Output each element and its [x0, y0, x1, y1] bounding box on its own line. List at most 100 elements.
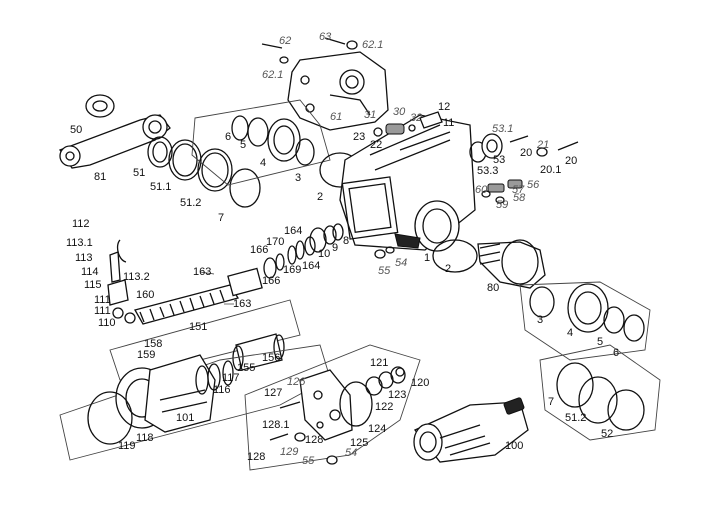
upper-bearing-frame [191, 99, 331, 186]
label-1: 1 [424, 252, 431, 264]
label-62: 62 [279, 35, 292, 47]
label-56: 56 [527, 179, 540, 191]
label-111b: 111 [94, 305, 111, 317]
label-11: 11 [443, 117, 455, 129]
label-125: 125 [350, 437, 369, 449]
label-6b: 6 [613, 347, 620, 359]
seal-stack-upper [147, 136, 261, 208]
label-10: 10 [318, 248, 331, 260]
label-110: 110 [98, 317, 116, 329]
bolts-127-128 [269, 401, 338, 465]
label-5b: 5 [597, 336, 604, 348]
leader-lines [199, 271, 234, 305]
label-169: 169 [283, 264, 302, 276]
label-166b: 166 [262, 275, 281, 287]
worm-seal-stack [275, 236, 316, 271]
side-cover-53 [469, 133, 579, 163]
worm-frame [109, 299, 301, 381]
plugs-54-55 [374, 246, 395, 259]
lower-housing [87, 354, 216, 445]
label-63: 63 [319, 31, 332, 43]
label-4b: 4 [567, 327, 574, 339]
label-112: 112 [72, 218, 90, 230]
label-53: 53 [493, 154, 506, 166]
label-12: 12 [438, 101, 451, 113]
label-6a: 6 [225, 131, 232, 143]
label-2b: 2 [445, 263, 452, 275]
label-129: 129 [280, 446, 299, 458]
label-100: 100 [505, 440, 524, 452]
label-160: 160 [136, 289, 155, 301]
label-120: 120 [411, 377, 430, 389]
seals-8-9-10 [309, 223, 344, 253]
lower-seals-116-117 [195, 360, 234, 395]
label-51-2a: 51.2 [180, 197, 202, 209]
lower-bearing-set [529, 283, 645, 342]
label-54b: 54 [345, 447, 358, 459]
label-155: 155 [237, 362, 256, 374]
label-114: 114 [81, 266, 99, 278]
label-126: 126 [287, 376, 306, 388]
worm-shaft [134, 257, 277, 325]
label-31: 31 [364, 109, 377, 121]
mounting-bracket [287, 51, 389, 131]
label-113-2: 113.2 [123, 271, 150, 283]
label-3a: 3 [295, 172, 302, 184]
label-20b: 20 [565, 155, 578, 167]
label-2a: 2 [317, 191, 324, 203]
label-55b: 55 [302, 455, 315, 467]
label-7b: 7 [548, 396, 555, 408]
label-151: 151 [189, 321, 208, 333]
fittings-56-60 [481, 179, 523, 204]
lower-bearing-frame [519, 281, 651, 361]
label-20a: 20 [520, 147, 533, 159]
bracket-bolts [261, 37, 358, 64]
label-3b: 3 [537, 314, 544, 326]
label-55a: 55 [378, 265, 391, 277]
label-22: 22 [370, 139, 383, 151]
label-8: 8 [343, 235, 350, 247]
label-124: 124 [368, 423, 387, 435]
label-53-3: 53.3 [477, 165, 499, 177]
upper-bearing-set [231, 115, 315, 166]
label-117: 117 [222, 372, 240, 384]
label-30: 30 [393, 106, 406, 118]
cover-frame-lower [244, 344, 421, 471]
label-60: 60 [475, 184, 488, 196]
label-128-1: 128.1 [262, 419, 290, 431]
label-122: 122 [375, 401, 394, 413]
label-163a: 163 [193, 266, 212, 278]
label-127: 127 [264, 387, 283, 399]
valve-parts-22-23 [373, 111, 443, 137]
output-assembly [413, 397, 529, 463]
label-50: 50 [70, 124, 83, 136]
pitman-arm [59, 94, 171, 169]
label-170: 170 [266, 236, 285, 248]
seals-120-123 [365, 366, 406, 396]
label-57: 57 [512, 184, 525, 196]
label-81: 81 [94, 171, 107, 183]
label-51: 51 [133, 167, 146, 179]
label-4a: 4 [260, 157, 267, 169]
label-20-1: 20.1 [540, 164, 562, 176]
label-164a: 164 [284, 225, 303, 237]
label-159: 159 [137, 349, 156, 361]
main-housing [339, 114, 476, 252]
cover-plate [299, 369, 353, 441]
label-62-1b: 62.1 [262, 69, 284, 81]
label-23: 23 [353, 131, 366, 143]
label-123: 123 [388, 389, 407, 401]
label-115: 115 [84, 279, 102, 291]
label-52: 52 [601, 428, 614, 440]
label-101: 101 [176, 412, 195, 424]
label-116: 116 [213, 384, 231, 396]
label-32: 32 [410, 112, 423, 124]
label-166a: 166 [250, 244, 269, 256]
label-61: 61 [330, 111, 343, 123]
o-ring-2b [432, 239, 478, 273]
label-119: 119 [118, 440, 136, 452]
label-21: 21 [537, 139, 550, 151]
label-58: 58 [513, 192, 526, 204]
